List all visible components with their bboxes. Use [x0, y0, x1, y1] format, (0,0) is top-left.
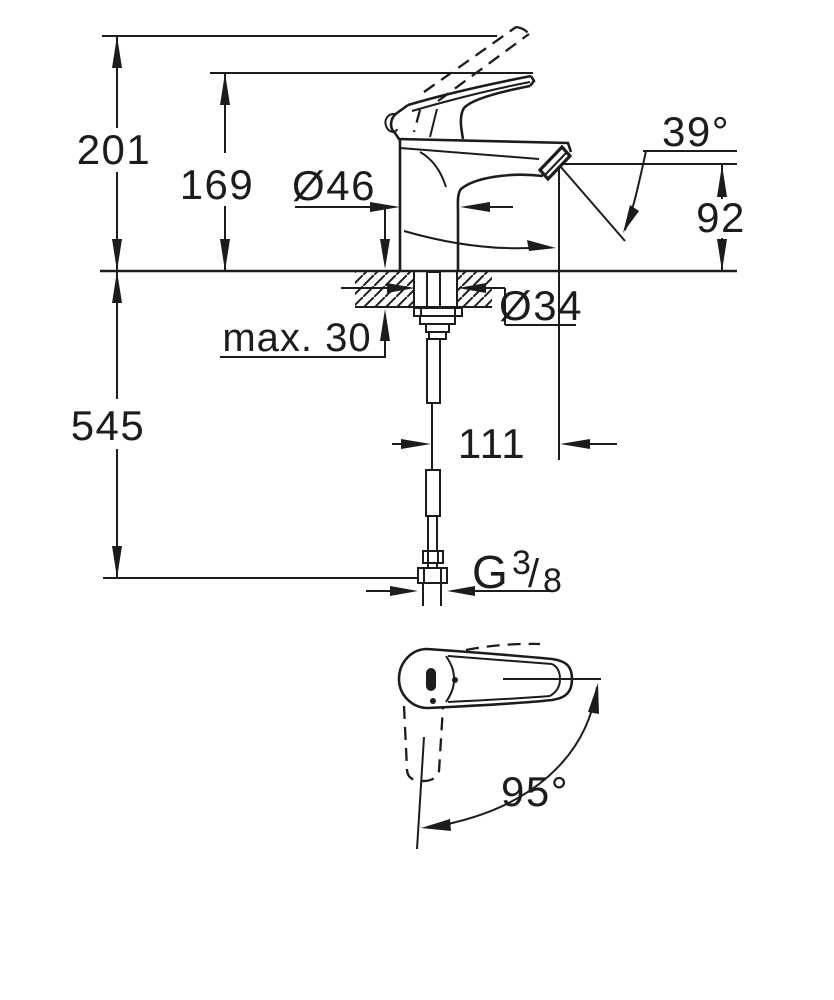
- threaded-rod: [426, 338, 441, 404]
- dim-swivel-angle-label: 95°: [501, 768, 569, 815]
- dim-overall-height-label: 201: [77, 126, 152, 173]
- dim-max-thickness-label: max. 30: [222, 316, 371, 360]
- flow-arc: [403, 230, 547, 250]
- dim-spray-angle-label: 39°: [662, 108, 730, 155]
- hose-connector-nut: [417, 550, 448, 606]
- thread-numerator-label: 3: [512, 544, 531, 582]
- dimension-labels: 201 169 Ø46 39° 92 Ø34 max. 30 545 111 9…: [71, 108, 746, 815]
- threaded-shank: [426, 271, 441, 308]
- handle-mark-pill: [426, 668, 436, 691]
- lever-handle: [384, 74, 536, 140]
- thread-g-label: G: [472, 546, 508, 598]
- flex-hose: [417, 469, 448, 606]
- thread-slash-label: /: [528, 552, 540, 596]
- counter-section: [355, 271, 492, 404]
- mounting-nut: [413, 307, 463, 340]
- thread-denominator-label: 8: [543, 562, 562, 600]
- stream-line: [559, 165, 626, 242]
- dim-hole-diameter-label: Ø34: [499, 282, 583, 329]
- handle-mark-dot1: [452, 677, 458, 683]
- dim-body-diameter-label: Ø46: [292, 162, 376, 209]
- faucet-side-view: [384, 25, 626, 270]
- dim-outlet-height-label: 92: [696, 194, 746, 241]
- handle-rotated-dashed: [402, 705, 445, 783]
- handle-mark-dot2: [430, 698, 436, 704]
- lever-raised-dashed: [423, 25, 530, 102]
- dim-hose-length-label: 545: [71, 402, 146, 449]
- dim-spout-reach-label: 111: [458, 420, 526, 467]
- aerator: [537, 144, 573, 182]
- dim-thread-size-label: G 3 / 8: [472, 544, 562, 600]
- handle-top-view: [397, 642, 601, 850]
- extension-lines: [100, 35, 737, 579]
- dimension-lines: [112, 36, 727, 831]
- dim-lever-height-label: 169: [180, 161, 255, 208]
